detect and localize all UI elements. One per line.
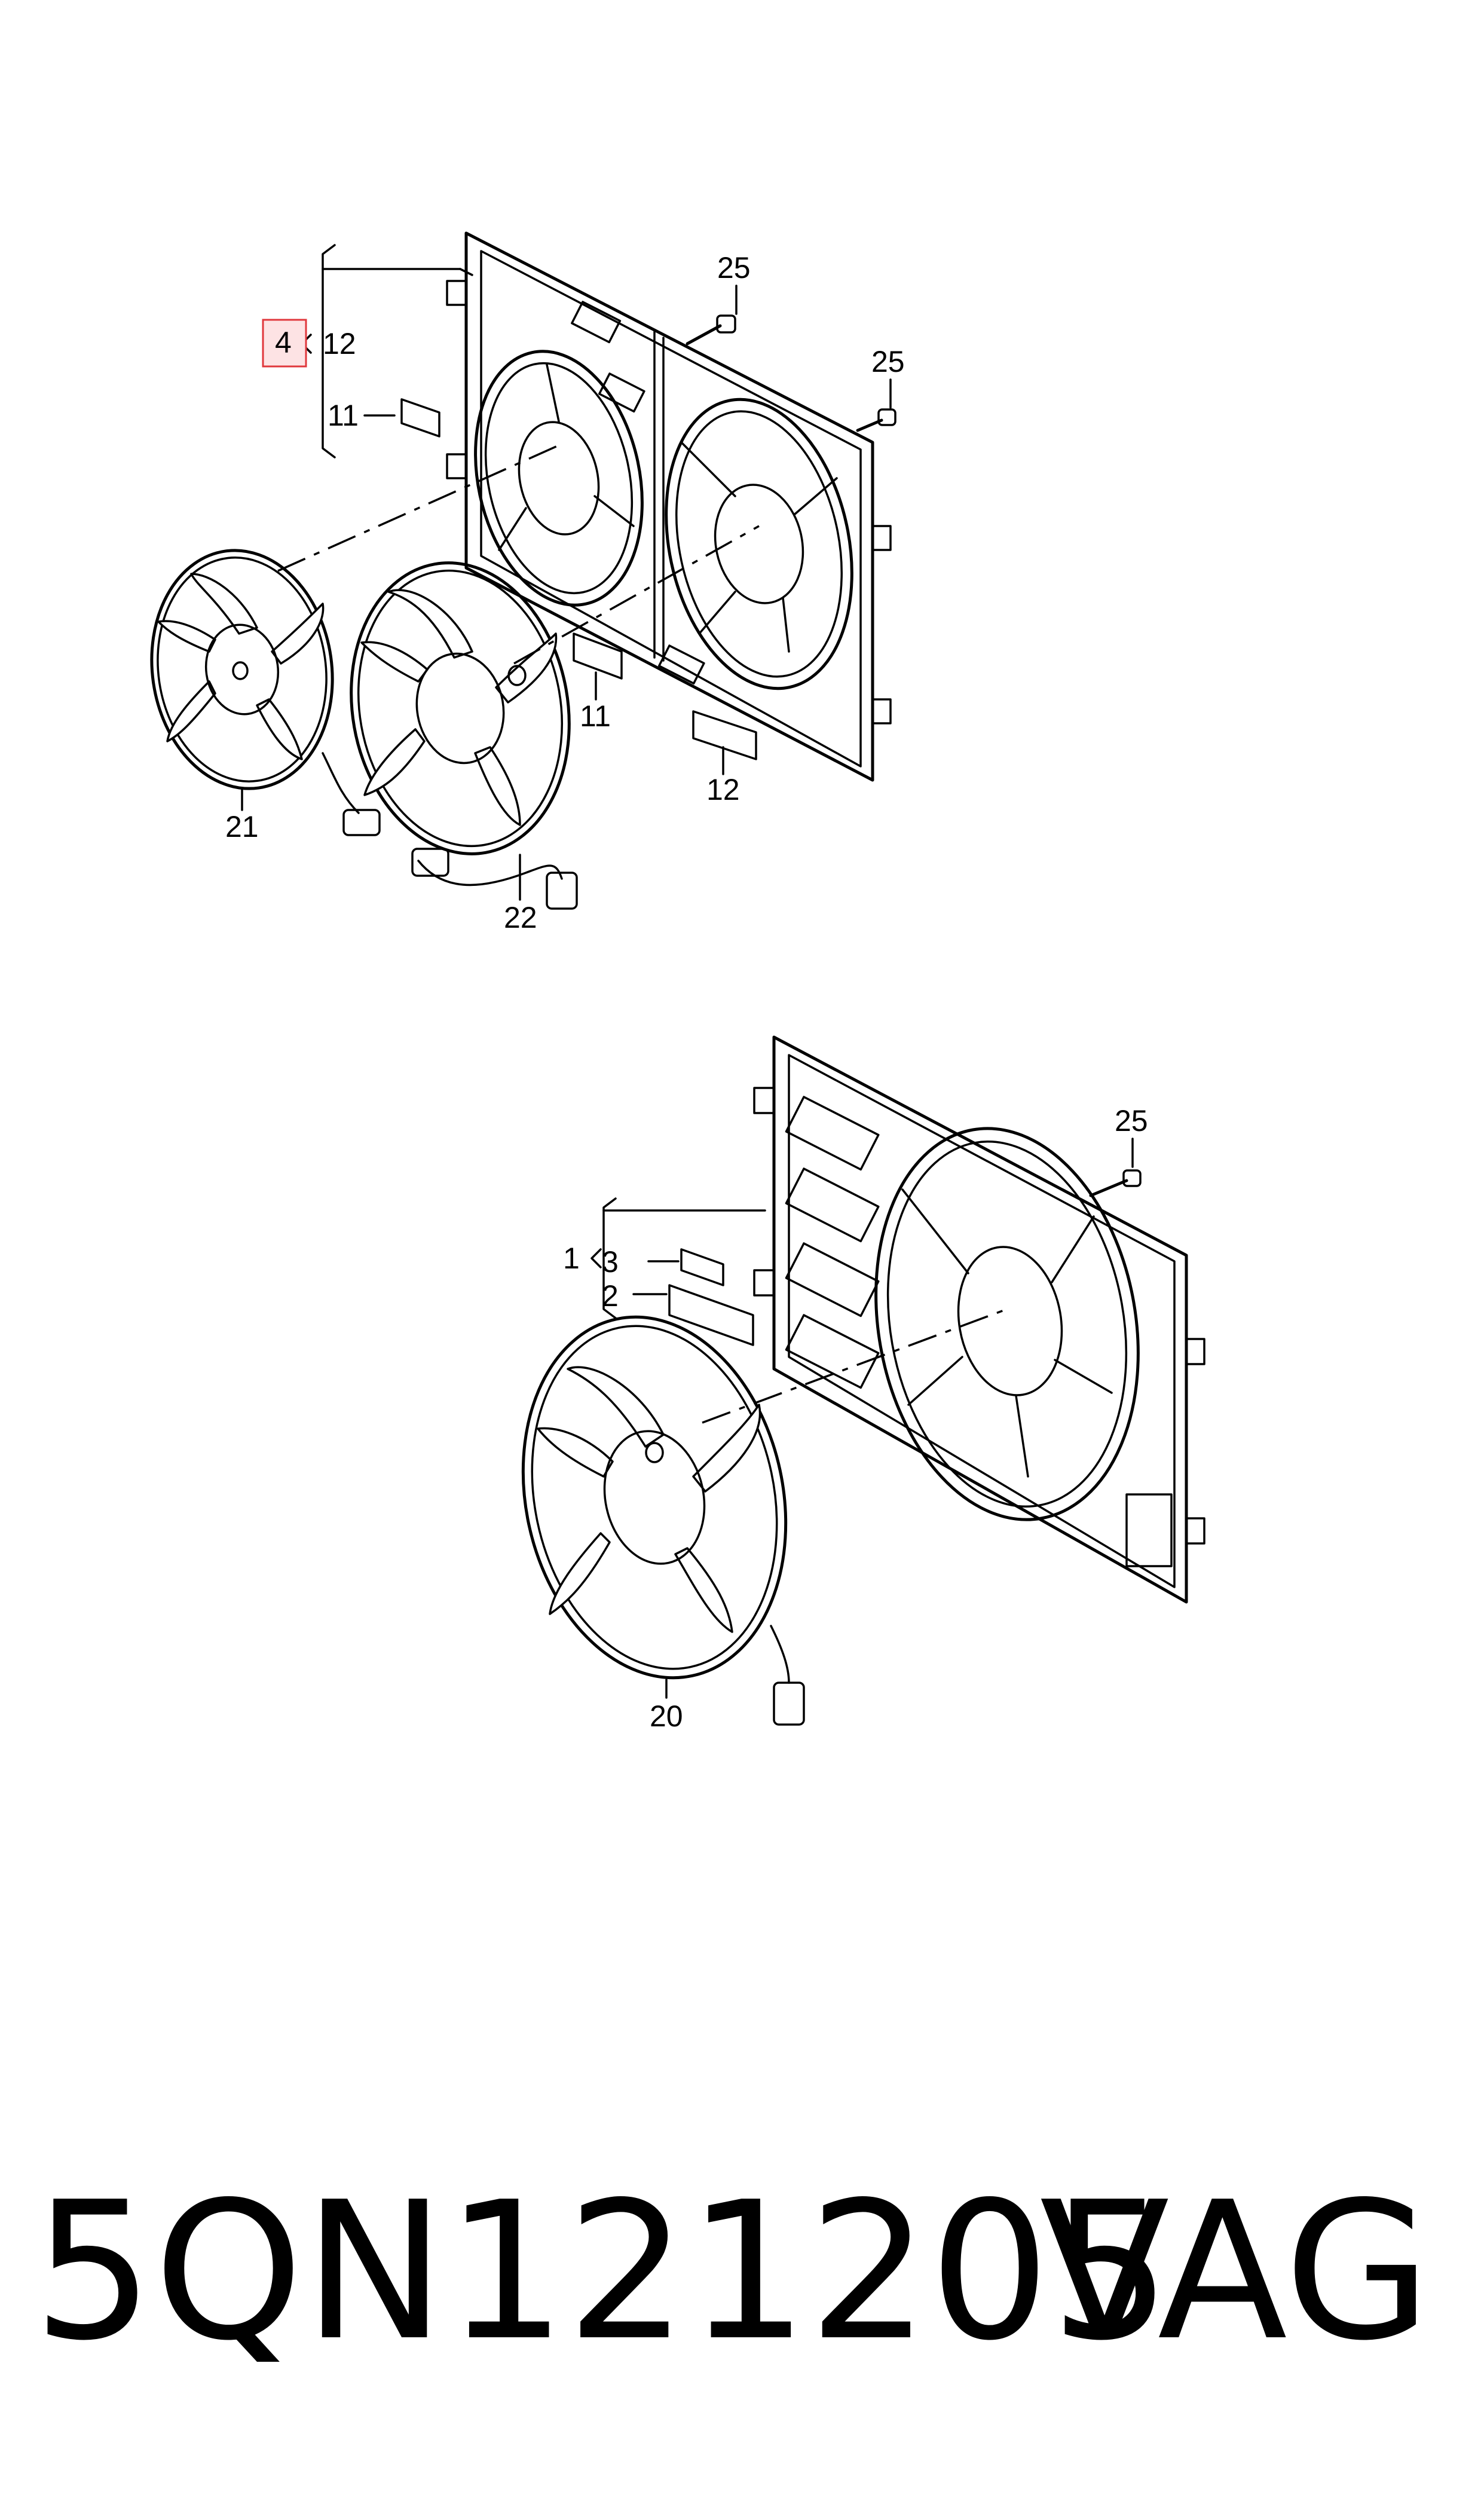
twin-fan-shroud — [446, 231, 892, 782]
bracket-group-4 — [301, 244, 473, 458]
callout-12-bracket: 12 — [323, 327, 356, 360]
callout-20: 20 — [650, 1699, 683, 1733]
axis-line-fan-22 — [513, 525, 760, 665]
seal-3 — [680, 1248, 724, 1286]
screw-25-upper-b — [856, 408, 896, 432]
axis-line-fan-20 — [702, 1308, 1008, 1424]
callout-11-upper-b: 11 — [580, 699, 611, 733]
callout-3: 3 — [602, 1245, 619, 1279]
axis-line-fan-21 — [277, 444, 559, 572]
callout-12-upper: 12 — [706, 773, 740, 806]
footer: 5QN121205 VAG — [33, 2164, 1455, 2379]
seal-12-upper — [692, 710, 757, 760]
screw-25-lower — [1089, 1169, 1142, 1197]
callout-22: 22 — [504, 901, 537, 934]
callout-2: 2 — [602, 1279, 619, 1313]
callout-1: 1 — [563, 1242, 580, 1275]
seal-11-upper-b — [573, 632, 623, 680]
callout-25-lower: 25 — [1115, 1104, 1148, 1138]
screw-25-upper-a — [686, 314, 736, 346]
bracket-group-1 — [590, 1197, 766, 1319]
seal-2 — [668, 1284, 754, 1346]
single-fan-shroud — [753, 1035, 1205, 1604]
callout-21: 21 — [225, 810, 259, 843]
fan-20 — [521, 1315, 805, 1726]
fan-21 — [150, 549, 381, 836]
callout-25-upper-a: 25 — [717, 251, 751, 285]
seal-11-upper-a — [400, 398, 440, 438]
highlighted-callout-box — [262, 319, 307, 368]
part-number: 5QN121205 — [33, 2161, 1171, 2382]
fan-22 — [350, 561, 578, 910]
brand-name: VAG — [1039, 2161, 1431, 2382]
callout-25-upper-b: 25 — [871, 345, 905, 378]
callout-4: 4 — [275, 326, 292, 359]
callout-11-upper-a: 11 — [328, 399, 359, 432]
